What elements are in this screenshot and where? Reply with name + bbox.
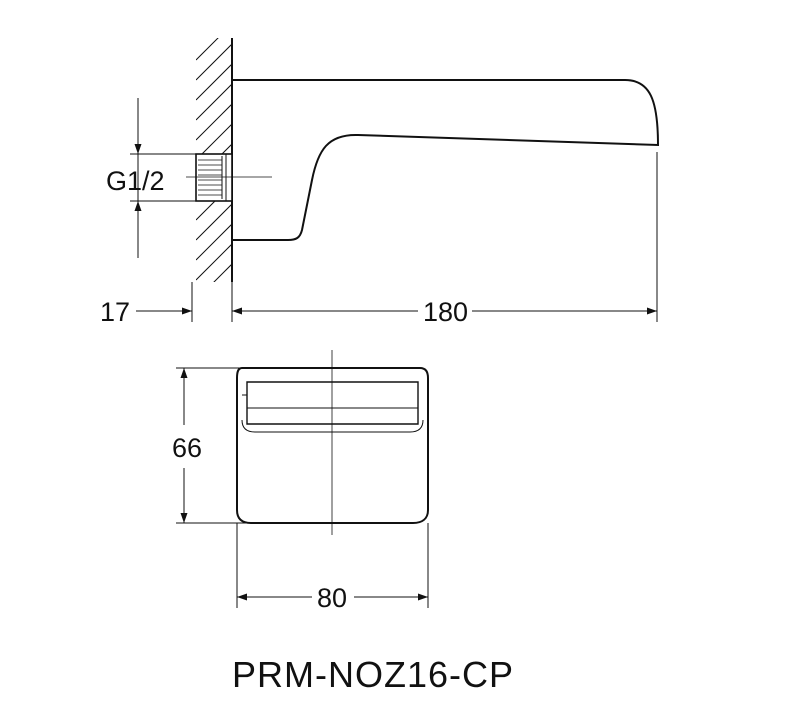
- width-label: 80: [317, 583, 347, 613]
- outlet-slot: [246, 381, 419, 425]
- length-label: 180: [423, 297, 468, 327]
- width-dimension: [236, 523, 429, 608]
- thread-connector: [195, 153, 233, 202]
- spout-profile: [232, 79, 660, 241]
- horizontal-dimensions: [136, 152, 658, 322]
- height-dimension: [176, 367, 251, 524]
- side-view: [186, 38, 660, 282]
- thread-label: G1/2: [106, 166, 165, 196]
- front-view: [236, 350, 429, 535]
- thread-dimension: [130, 98, 196, 258]
- outlet-inner: [241, 419, 424, 433]
- height-label: 66: [172, 433, 202, 463]
- front-outline: [236, 367, 429, 524]
- model-number: PRM-NOZ16-CP: [232, 654, 514, 695]
- wall-offset-label: 17: [100, 297, 130, 327]
